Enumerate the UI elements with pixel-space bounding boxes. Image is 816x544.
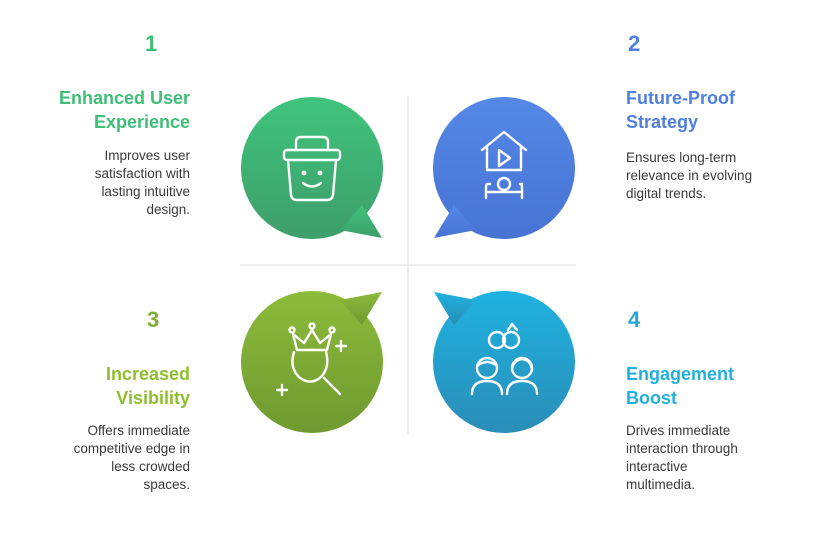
item-1-title-line2: Experience xyxy=(93,112,190,132)
item-3-desc-line: Offers immediate xyxy=(87,423,190,438)
smiling-basket-icon xyxy=(282,135,342,202)
item-2-desc-line: digital trends. xyxy=(626,186,707,201)
bubble-3 xyxy=(241,291,383,433)
item-1-description: Improves user satisfaction with lasting … xyxy=(20,147,190,219)
crown-magnifier-icon xyxy=(275,322,348,397)
item-1-number: 1 xyxy=(145,31,158,56)
item-4-desc-line: interactive xyxy=(626,459,688,474)
item-2-title: Future-Proof Strategy xyxy=(626,86,806,134)
item-3-title-line1: Increased xyxy=(105,364,190,384)
home-video-user-icon xyxy=(480,130,528,200)
bubble-4 xyxy=(433,291,575,433)
item-2-title-line1: Future-Proof xyxy=(626,88,735,108)
item-3-desc-line: competitive edge in xyxy=(73,441,190,456)
item-4-title: Engagement Boost xyxy=(626,362,806,410)
item-3-title: Increased Visibility xyxy=(20,362,190,410)
two-people-chat-icon xyxy=(470,322,539,396)
item-4-title-line2: Boost xyxy=(626,388,677,408)
item-3-desc-line: less crowded xyxy=(111,459,190,474)
item-2-title-line2: Strategy xyxy=(626,112,699,132)
item-4-desc-line: interaction through xyxy=(626,441,738,456)
item-2-desc-line: relevance in evolving xyxy=(626,168,753,183)
item-4-number: 4 xyxy=(628,307,641,332)
item-1-desc-line: Improves user xyxy=(104,148,190,163)
item-1-title: Enhanced User Experience xyxy=(20,86,190,134)
item-1-desc-line: design. xyxy=(146,202,190,217)
item-1-desc-line: lasting intuitive xyxy=(101,184,190,199)
item-2-number: 2 xyxy=(628,31,641,56)
bubble-2 xyxy=(433,97,575,239)
bubble-1 xyxy=(241,97,383,239)
item-4-desc-line: Drives immediate xyxy=(626,423,731,438)
item-3-number: 3 xyxy=(147,307,160,332)
item-3-desc-line: spaces. xyxy=(143,477,190,492)
item-2-desc-line: Ensures long-term xyxy=(626,150,737,165)
item-4-description: Drives immediate interaction through int… xyxy=(626,422,806,494)
item-3-description: Offers immediate competitive edge in les… xyxy=(20,422,190,494)
item-1-title-line1: Enhanced User xyxy=(58,88,190,108)
item-4-title-line1: Engagement xyxy=(626,364,735,384)
item-1-desc-line: satisfaction with xyxy=(94,166,190,181)
item-2-description: Ensures long-term relevance in evolving … xyxy=(626,149,806,203)
item-3-title-line2: Visibility xyxy=(116,388,190,408)
item-4-desc-line: multimedia. xyxy=(626,477,696,492)
